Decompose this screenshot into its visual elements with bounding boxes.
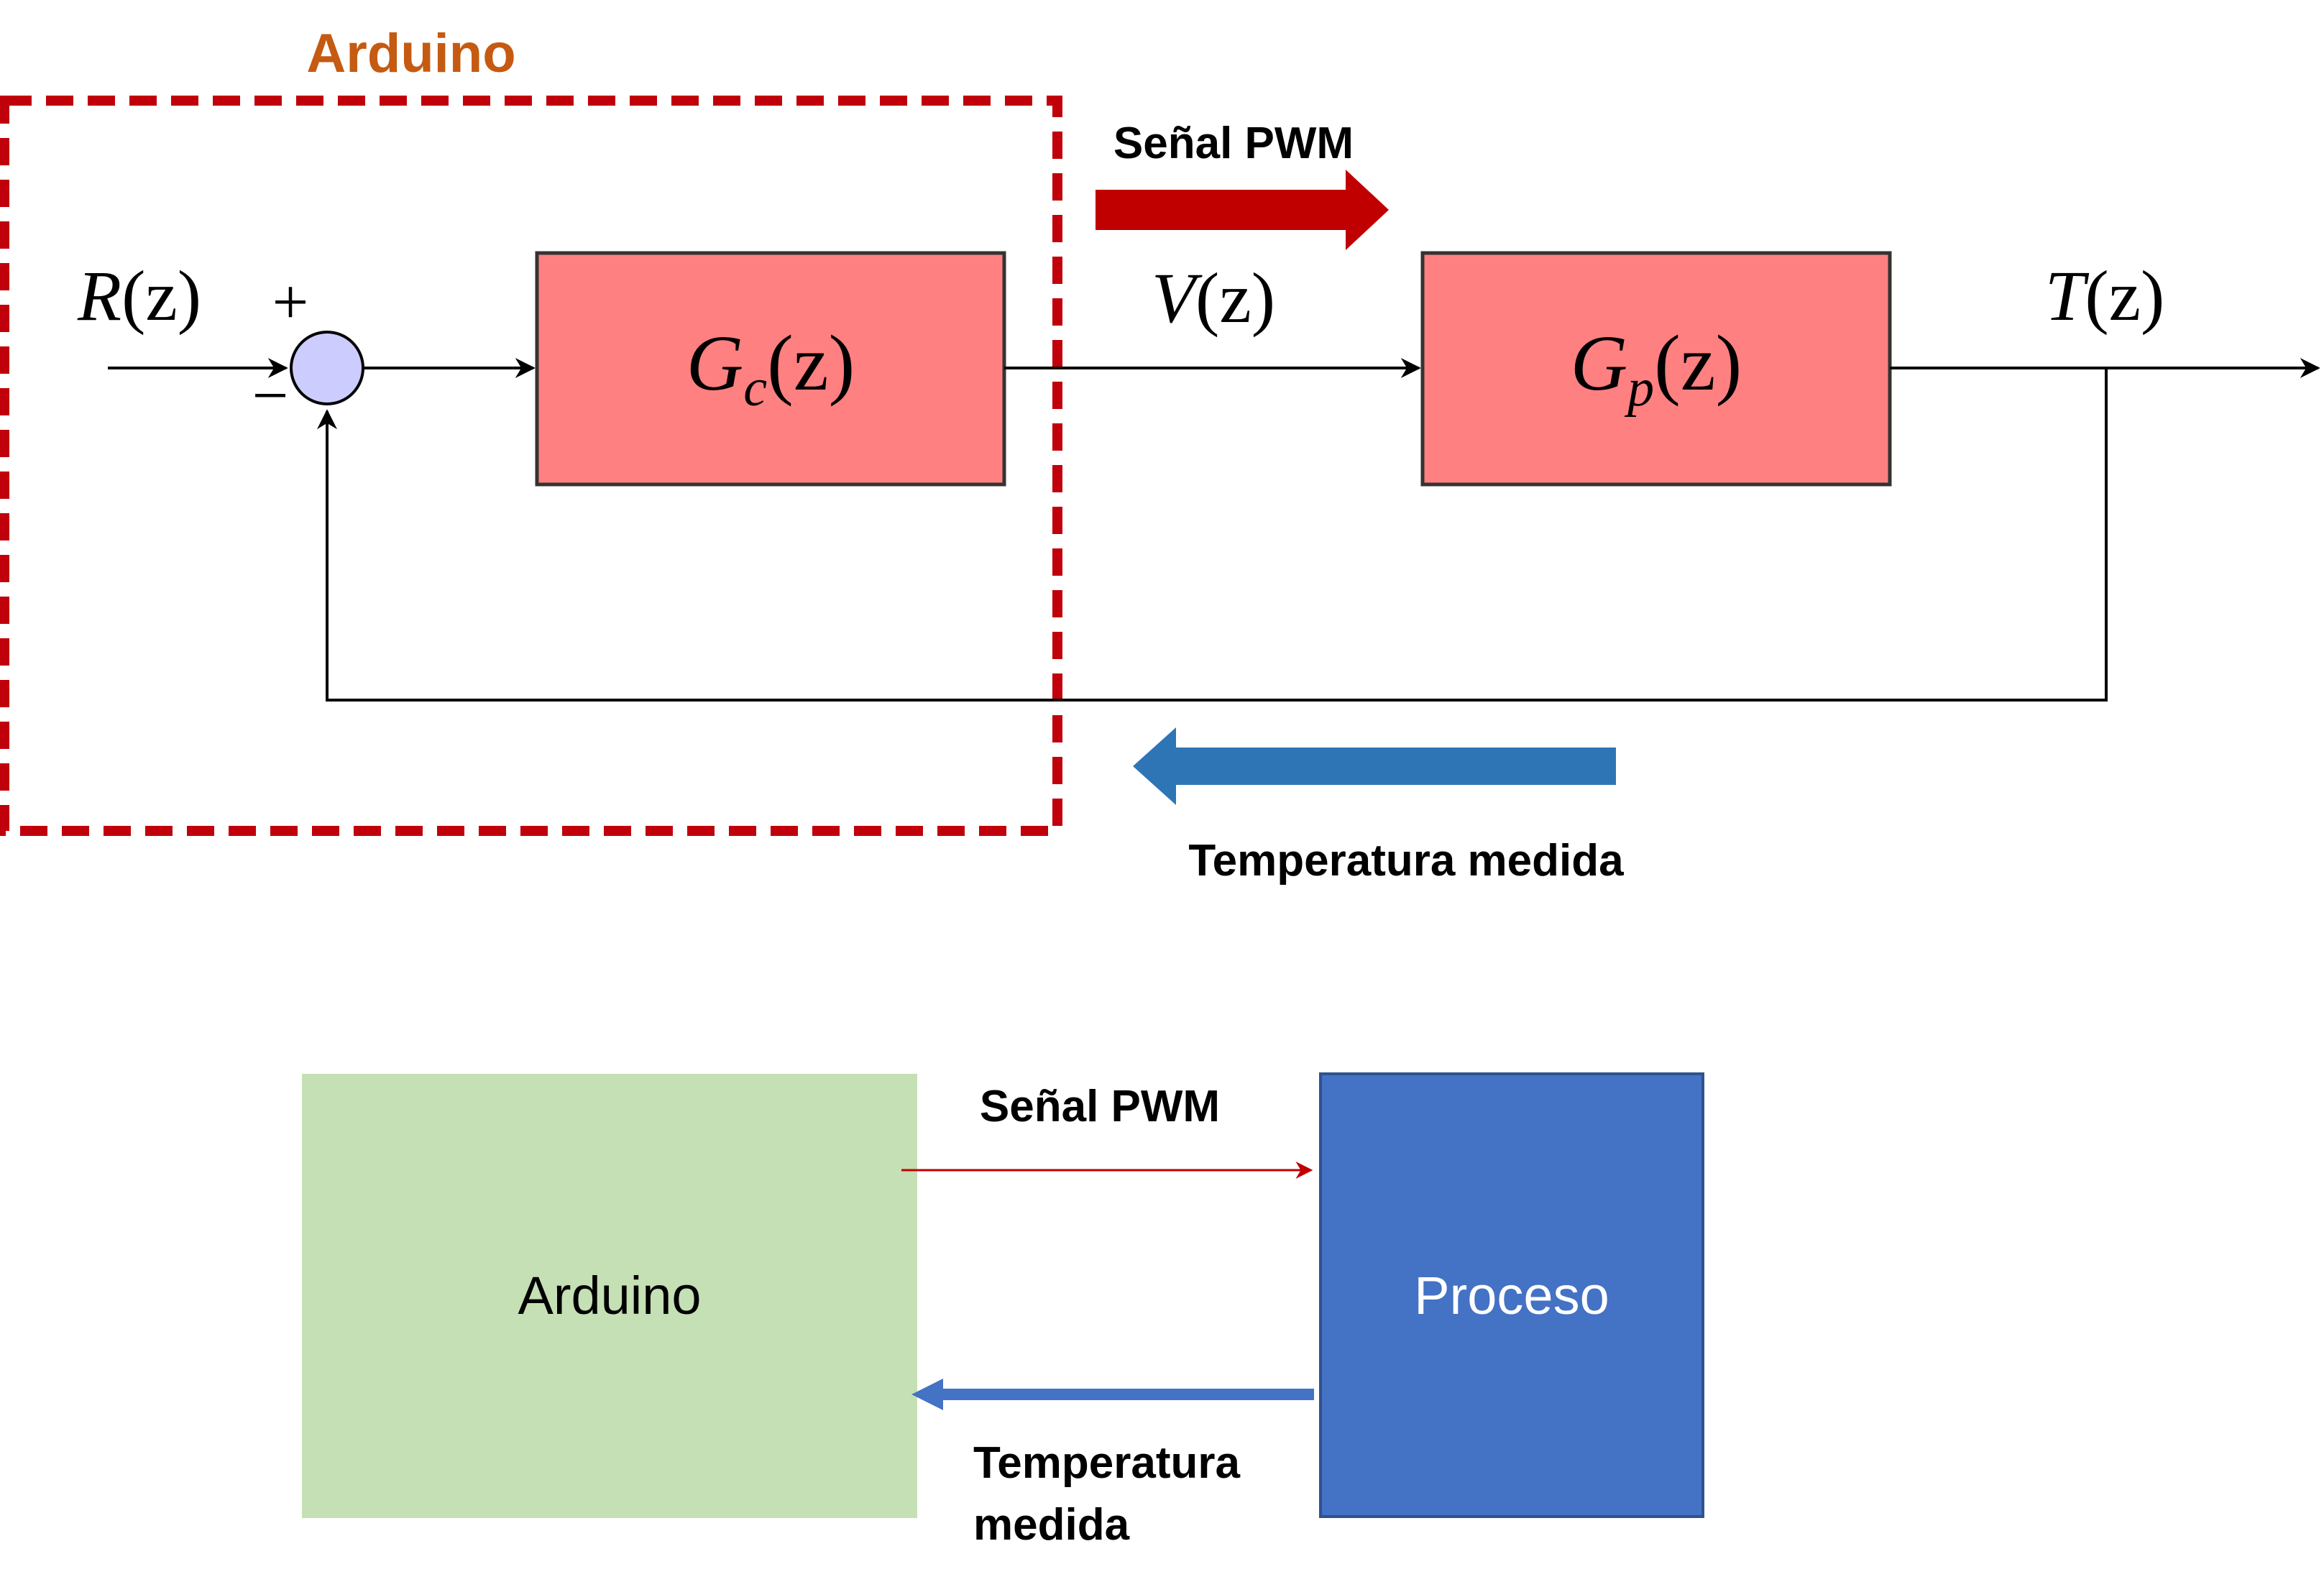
arduino-title: Arduino — [306, 23, 515, 84]
arduino-boundary-dashed — [0, 96, 1062, 836]
temp-label-top: Temperatura medida — [1188, 836, 1624, 886]
proceso-block-label: Proceso — [1414, 1266, 1609, 1325]
block-gc — [535, 251, 1006, 487]
temp-label-bottom-1: Temperatura — [973, 1438, 1240, 1488]
minus-sign: − — [252, 360, 289, 431]
arduino-block-label: Arduino — [518, 1266, 701, 1325]
block-proceso — [1319, 1072, 1704, 1518]
pwm-label-bottom: Señal PWM — [980, 1082, 1220, 1131]
summing-junction — [290, 331, 364, 405]
temp-label-bottom-2: medida — [973, 1500, 1130, 1550]
label-gc-z: Gc(z) — [686, 319, 855, 418]
label-r-z: R(z) — [77, 256, 201, 336]
block-arduino — [302, 1074, 917, 1518]
block-gp — [1420, 251, 1892, 487]
pwm-arrow-red — [1096, 170, 1389, 250]
temp-arrow-bottom — [911, 1379, 1314, 1410]
pwm-label-top: Señal PWM — [1113, 119, 1354, 168]
label-t-z: T(z) — [2045, 256, 2165, 336]
label-gp-z: Gp(z) — [1571, 319, 1742, 418]
plus-sign: + — [272, 267, 309, 338]
label-v-z: V(z) — [1152, 258, 1275, 338]
feedback-path — [317, 368, 2108, 702]
temp-arrow-blue — [1133, 727, 1616, 805]
